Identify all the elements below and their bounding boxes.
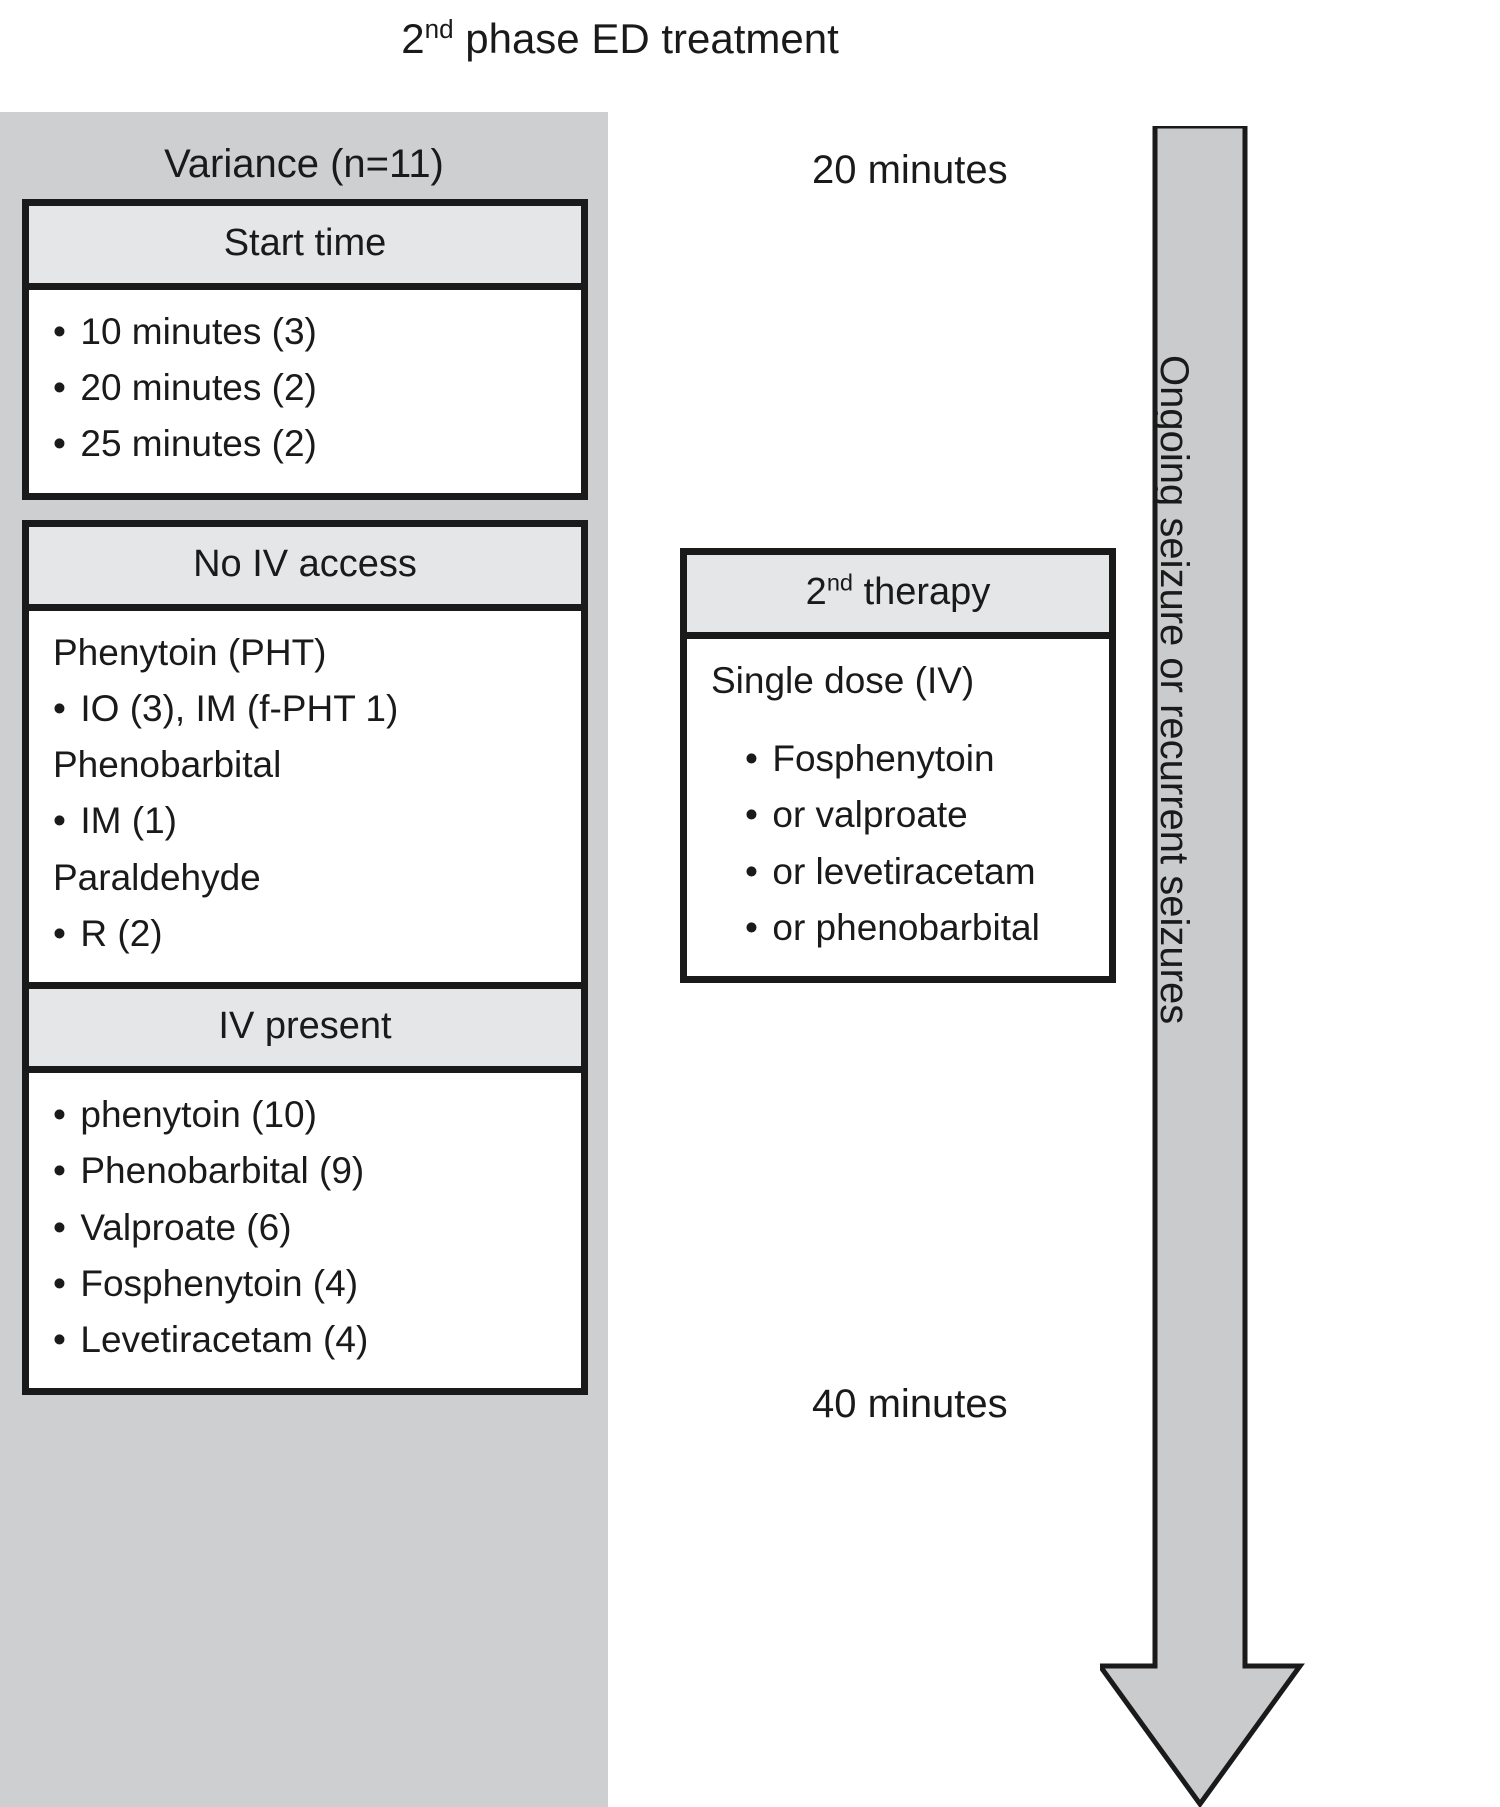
- figure-title-number: 2: [401, 15, 425, 62]
- second-therapy-header-number: 2: [805, 571, 827, 613]
- variance-panel: Variance (n=11) Start time 10 minutes (3…: [0, 112, 608, 1807]
- list-item: Phenobarbital (9): [51, 1143, 569, 1199]
- list-item: or phenobarbital: [709, 900, 1097, 956]
- list-item: IM (1): [51, 793, 569, 849]
- list-item: IO (3), IM (f-PHT 1): [51, 681, 569, 737]
- ongoing-seizure-arrow: [1100, 126, 1500, 1807]
- list-item: 25 minutes (2): [51, 416, 569, 472]
- down-arrow-icon: [1100, 126, 1305, 1807]
- list-item: phenytoin (10): [51, 1087, 569, 1143]
- list-item: or valproate: [709, 787, 1097, 843]
- list-item: R (2): [51, 906, 569, 962]
- figure-title: 2nd phase ED treatment: [0, 14, 1240, 64]
- iv-present-header: IV present: [29, 982, 581, 1074]
- start-time-body: 10 minutes (3) 20 minutes (2) 25 minutes…: [29, 290, 581, 493]
- second-therapy-header-ordinal-suffix: nd: [826, 569, 854, 596]
- variance-panel-heading: Variance (n=11): [164, 142, 444, 186]
- no-iv-access-body: Phenytoin (PHT) IO (3), IM (f-PHT 1) Phe…: [29, 610, 581, 983]
- start-time-box: Start time 10 minutes (3) 20 minutes (2)…: [22, 199, 588, 500]
- spacer: [709, 709, 1097, 731]
- timeline-label-bottom: 40 minutes: [812, 1382, 1008, 1426]
- list-item: Levetiracetam (4): [51, 1312, 569, 1368]
- iv-present-body: phenytoin (10) Phenobarbital (9) Valproa…: [29, 1073, 581, 1389]
- second-therapy-body: Single dose (IV) Fosphenytoin or valproa…: [687, 639, 1109, 977]
- ongoing-seizure-arrow-label: Ongoing seizure or recurrent seizures: [1152, 355, 1196, 1025]
- list-item: Fosphenytoin (4): [51, 1256, 569, 1312]
- list-item: Phenobarbital: [53, 744, 282, 786]
- list-item: Paraldehyde: [53, 856, 261, 898]
- no-iv-access-header: No IV access: [29, 526, 581, 611]
- no-iv-access-box: No IV access Phenytoin (PHT) IO (3), IM …: [22, 519, 588, 1396]
- list-item: 10 minutes (3): [51, 304, 569, 360]
- list-item: 20 minutes (2): [51, 360, 569, 416]
- list-item: Fosphenytoin: [709, 731, 1097, 787]
- second-therapy-box: 2nd therapy Single dose (IV) Fosphenytoi…: [680, 548, 1116, 984]
- figure-title-ordinal-suffix: nd: [424, 14, 454, 44]
- list-item: Valproate (6): [51, 1200, 569, 1256]
- second-therapy-header-text: therapy: [853, 571, 991, 613]
- single-dose-label: Single dose (IV): [711, 660, 975, 701]
- start-time-header: Start time: [29, 206, 581, 290]
- list-item: or levetiracetam: [709, 844, 1097, 900]
- list-item: Phenytoin (PHT): [53, 631, 327, 673]
- figure-title-text: phase ED treatment: [453, 15, 839, 62]
- timeline-label-top: 20 minutes: [812, 148, 1008, 192]
- second-therapy-header: 2nd therapy: [687, 555, 1109, 639]
